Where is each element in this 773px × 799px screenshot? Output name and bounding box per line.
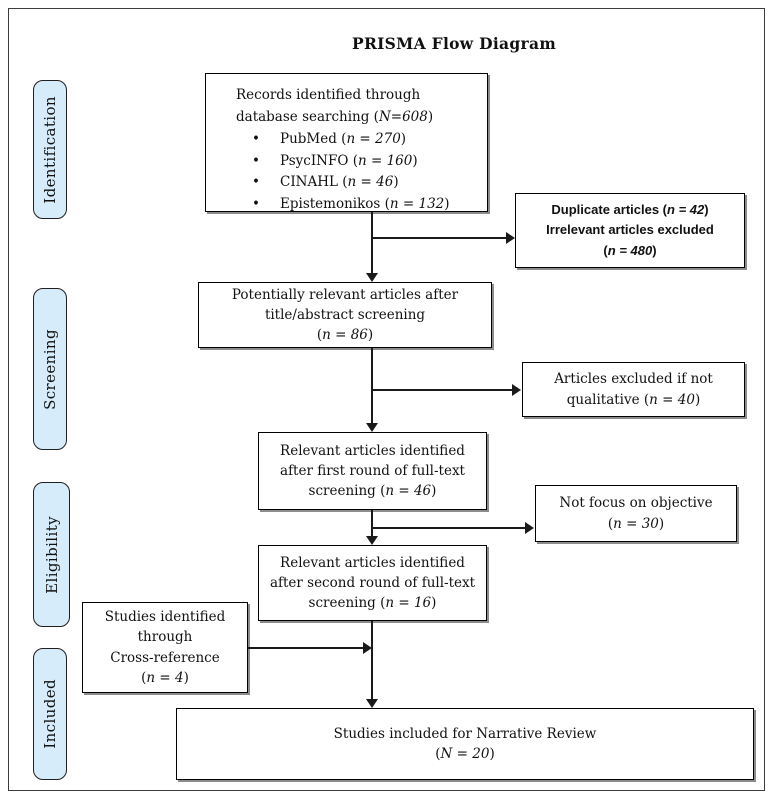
connector-crossref-to-main <box>248 647 363 649</box>
connector-to-duplicates <box>372 237 506 239</box>
arrow-right-icon <box>363 642 372 654</box>
duplicates-line-2: Irrelevant articles excluded <box>546 222 714 238</box>
records-bullet-psycinfo: • PsycINFO (n = 160) <box>252 151 481 173</box>
not-focus-line-2: (n = 30) <box>607 515 665 532</box>
bullet-icon: • <box>252 174 260 191</box>
excluded-line-2: qualitative (n = 40) <box>566 391 701 408</box>
bullet-icon: • <box>252 196 260 213</box>
crossref-line-3: Cross-reference <box>110 649 220 666</box>
bullet-icon: • <box>252 130 260 147</box>
connector-second-round-to-final <box>371 621 373 699</box>
first-round-line-2: after first round of full-text <box>280 462 465 479</box>
connector-screened-to-first-round <box>371 348 373 423</box>
box-first-round-screening: Relevant articles identified after first… <box>258 432 487 510</box>
connector-first-to-second-round <box>371 510 373 536</box>
screened-line-1: Potentially relevant articles after <box>231 286 459 303</box>
second-round-line-1: Relevant articles identified <box>280 554 465 571</box>
box-records-identified: Records identified through database sear… <box>205 73 488 212</box>
arrow-right-icon <box>506 232 515 244</box>
duplicates-line-3: (n = 480) <box>603 242 657 258</box>
records-bullet-epistemonikos: • Epistemonikos (n = 132) <box>252 194 481 216</box>
arrow-down-icon <box>366 536 378 545</box>
second-round-line-2: after second round of full-text <box>269 574 476 591</box>
arrow-right-icon <box>525 522 534 534</box>
outer-frame <box>8 8 765 791</box>
duplicates-line-1: Duplicate articles (n = 42) <box>551 202 709 218</box>
first-round-line-3: screening (n = 46) <box>308 483 437 500</box>
first-round-line-1: Relevant articles identified <box>280 442 465 459</box>
stage-identification: Identification <box>33 80 67 219</box>
crossref-line-1: Studies identified <box>104 609 226 625</box>
second-round-line-3: screening (n = 16) <box>308 595 437 612</box>
arrow-down-icon <box>366 423 378 432</box>
screened-line-3: (n = 86) <box>316 327 374 344</box>
screened-line-2: title/abstract screening <box>264 306 426 323</box>
connector-to-excluded <box>372 389 512 391</box>
records-line-2: database searching (N=608) <box>236 108 434 125</box>
crossref-line-4: (n = 4) <box>141 669 189 686</box>
diagram-title: PRISMA Flow Diagram <box>352 34 557 53</box>
box-title-abstract-screening: Potentially relevant articles after titl… <box>198 282 492 348</box>
excluded-line-1: Articles excluded if not <box>554 371 713 388</box>
box-second-round-screening: Relevant articles identified after secon… <box>258 545 487 621</box>
stage-included-label: Included <box>41 679 59 749</box>
box-excluded-not-qualitative: Articles excluded if not qualitative (n … <box>522 362 745 417</box>
stage-included: Included <box>33 648 67 780</box>
box-cross-reference: Studies identified through Cross-referen… <box>82 602 248 693</box>
connector-to-not-focus <box>372 527 525 529</box>
box-included-narrative-review: Studies included for Narrative Review (N… <box>176 708 754 780</box>
final-line-2: (N = 20) <box>435 746 495 762</box>
stage-screening: Screening <box>33 288 67 450</box>
box-duplicates-excluded: Duplicate articles (n = 42) Irrelevant a… <box>515 193 745 268</box>
stage-eligibility-label: Eligibility <box>42 515 61 594</box>
connector-records-to-screened <box>371 212 373 274</box>
stage-identification-label: Identification <box>41 95 59 204</box>
records-line-1: Records identified through <box>236 87 421 103</box>
arrow-down-icon <box>366 699 378 708</box>
stage-eligibility: Eligibility <box>33 482 70 627</box>
arrow-right-icon <box>512 384 521 396</box>
stage-screening-label: Screening <box>41 328 59 410</box>
not-focus-line-1: Not focus on objective <box>559 495 713 512</box>
box-not-focus-objective: Not focus on objective (n = 30) <box>535 485 737 542</box>
records-bullet-pubmed: • PubMed (n = 270) <box>252 129 481 151</box>
records-bullet-cinahl: • CINAHL (n = 46) <box>252 172 481 194</box>
final-line-1: Studies included for Narrative Review <box>333 725 597 742</box>
crossref-line-2: through <box>137 629 193 646</box>
arrow-down-icon <box>366 273 378 282</box>
bullet-icon: • <box>252 152 260 169</box>
